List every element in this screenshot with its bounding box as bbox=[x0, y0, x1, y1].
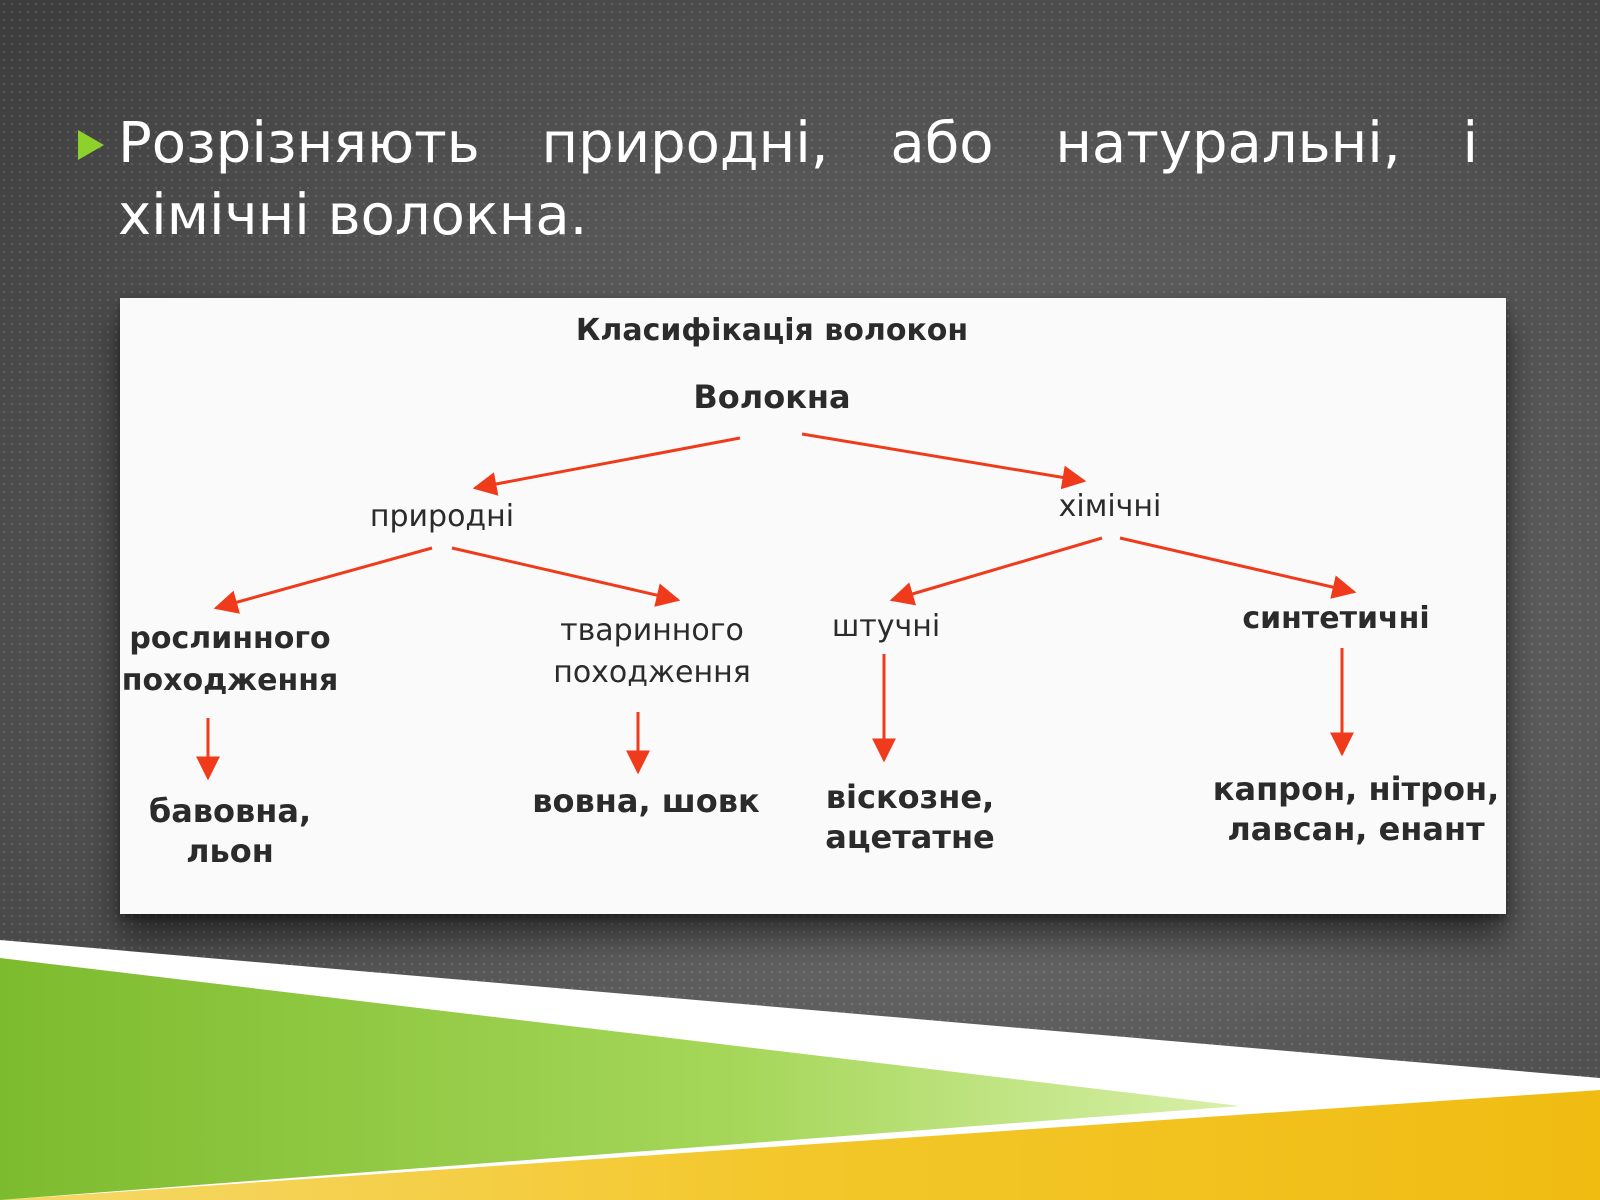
examples-plant-line1: бавовна, bbox=[149, 792, 311, 830]
node-natural: природні bbox=[370, 499, 514, 534]
examples-plant-line2: льон bbox=[186, 832, 274, 870]
arrow-chemical-to-synthetic bbox=[1119, 536, 1357, 599]
node-fibers: Волокна bbox=[693, 378, 850, 416]
arrow-natural-to-animal bbox=[451, 546, 681, 607]
examples-animal: вовна, шовк bbox=[532, 782, 760, 820]
bullet-arrow-icon bbox=[78, 130, 104, 160]
node-plant-origin-line2: походження bbox=[122, 663, 338, 698]
green-band bbox=[0, 958, 1240, 1200]
node-chemical: хімічні bbox=[1059, 489, 1162, 524]
arrow-fibers-to-chemical bbox=[801, 432, 1087, 490]
arrow-chemical-to-artificial bbox=[889, 536, 1103, 606]
yellow-band bbox=[0, 1090, 1600, 1200]
examples-artificial-line2: ацетатне bbox=[825, 818, 995, 856]
arrow-natural-to-plant bbox=[213, 546, 433, 614]
node-animal-origin-line2: походження bbox=[553, 655, 751, 690]
examples-artificial-line1: віскозне, bbox=[826, 778, 994, 816]
examples-synthetic-line2: лавсан, енант bbox=[1227, 810, 1485, 848]
diagram-title: Класифікація волокон bbox=[576, 313, 968, 348]
node-animal-origin-line1: тваринного bbox=[560, 613, 744, 648]
diagram-canvas: Класифікація волокон Волокна природні хі… bbox=[122, 313, 1500, 870]
classification-diagram: Класифікація волокон Волокна природні хі… bbox=[120, 298, 1506, 914]
node-artificial: штучні bbox=[832, 609, 940, 644]
node-synthetic: синтетичні bbox=[1242, 601, 1429, 636]
arrow-fibers-to-natural bbox=[472, 436, 741, 496]
examples-synthetic-line1: капрон, нітрон, bbox=[1213, 770, 1500, 808]
bullet-text: Розрізняють природні, або натуральні, і … bbox=[118, 111, 1478, 248]
node-plant-origin-line1: рослинного bbox=[129, 621, 330, 656]
